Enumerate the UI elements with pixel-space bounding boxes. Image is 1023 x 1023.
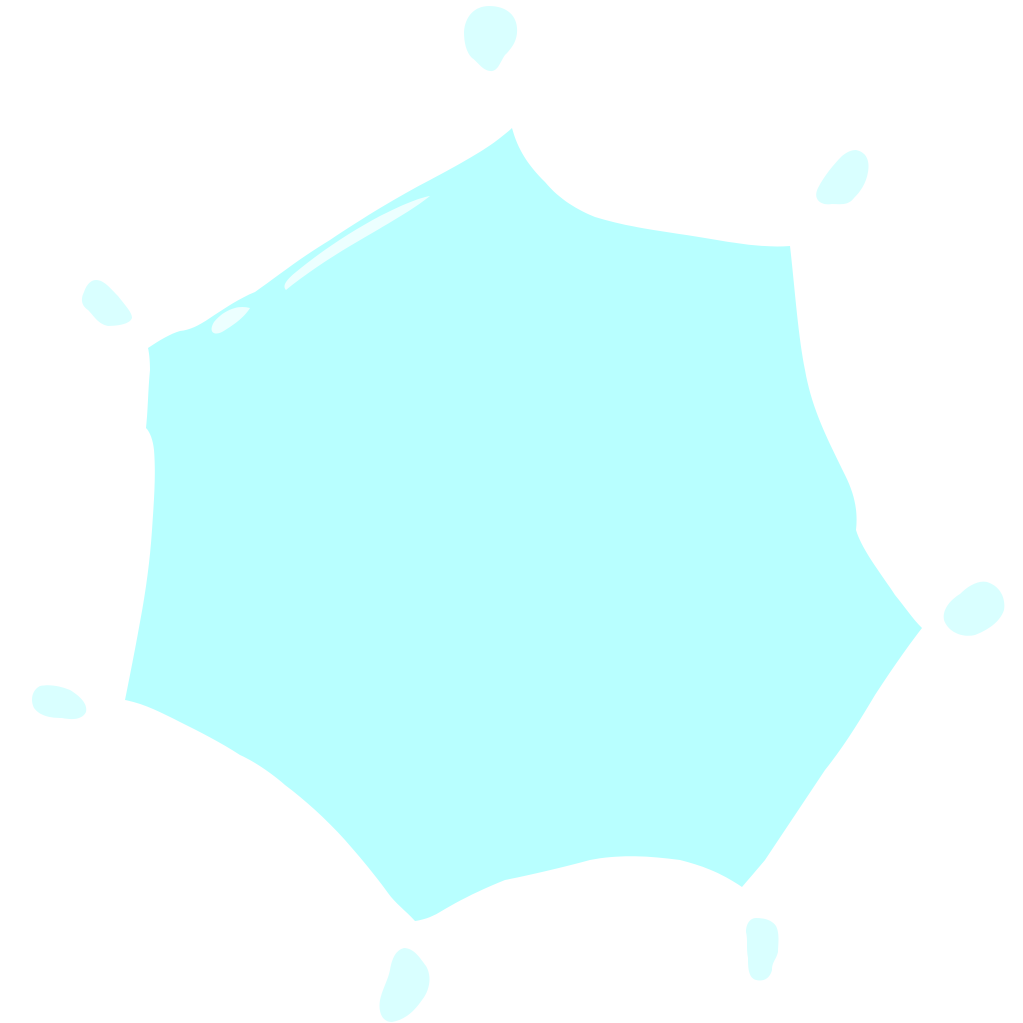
droplet [81, 280, 132, 326]
droplet [32, 685, 87, 720]
droplet [746, 918, 779, 981]
droplet [379, 948, 430, 1022]
highlight-spot [211, 306, 250, 334]
splash-blob [125, 128, 922, 921]
droplet [943, 581, 1005, 636]
droplet [816, 150, 869, 205]
highlight-streak [284, 196, 430, 290]
droplet [464, 6, 518, 72]
